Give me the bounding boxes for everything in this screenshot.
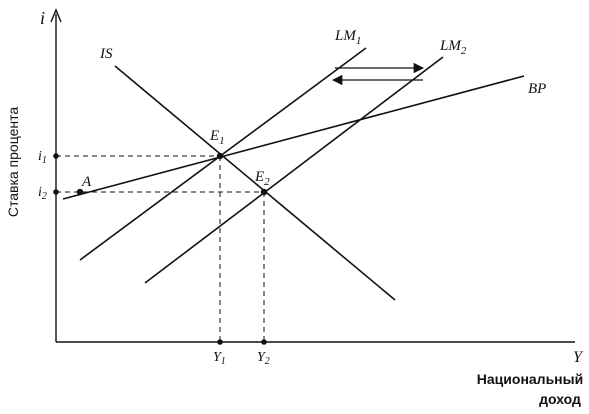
y-axis-symbol: i — [40, 8, 45, 28]
bp-curve — [62, 75, 525, 200]
x-axis-symbol: Y — [573, 349, 584, 366]
tick-i1-sub: 1 — [42, 155, 47, 166]
e1-label-sub: 1 — [219, 135, 225, 147]
y-axis-arrow — [50, 8, 62, 23]
tick-y1-label: Y1 — [213, 350, 226, 367]
point-e2 — [260, 188, 268, 196]
tick-dot-y1 — [217, 339, 223, 345]
lm2-label-sub: 2 — [461, 45, 467, 57]
lm2-label-base: LM — [439, 38, 462, 54]
tick-i1-base: i — [38, 149, 42, 164]
tick-y2-base: Y — [257, 350, 267, 365]
is-curve — [114, 65, 396, 301]
bp-label: BP — [528, 81, 546, 97]
e1-label-base: E — [209, 128, 219, 144]
y-axis-title: Ставка процента — [5, 107, 21, 217]
tick-i2-label: i2 — [38, 185, 47, 202]
x-axis-title-line1: Национальный — [477, 371, 583, 387]
e1-label: E1 — [209, 128, 225, 147]
tick-dot-i2 — [53, 189, 59, 195]
a-label: A — [81, 174, 92, 190]
point-a — [76, 188, 84, 196]
tick-dot-y2 — [261, 339, 267, 345]
tick-y1-base: Y — [213, 350, 223, 365]
tick-i2-sub: 2 — [42, 191, 47, 202]
lm2-curve — [144, 56, 444, 284]
e2-label: E2 — [254, 169, 270, 188]
tick-dot-i1 — [53, 153, 59, 159]
e2-label-base: E — [254, 169, 264, 185]
lm1-curve — [79, 47, 367, 261]
lm1-label: LM1 — [334, 28, 361, 47]
is-label: IS — [99, 46, 113, 62]
x-axis-title-line2: доход — [539, 391, 581, 407]
e2-label-sub: 2 — [264, 176, 270, 188]
tick-i2-base: i — [38, 185, 42, 200]
point-e1 — [216, 152, 224, 160]
tick-y2-label: Y2 — [257, 350, 270, 367]
tick-y2-sub: 2 — [265, 356, 270, 367]
lm1-label-sub: 1 — [356, 35, 362, 47]
tick-i1-label: i1 — [38, 149, 47, 166]
lm1-label-base: LM — [334, 28, 357, 44]
lm2-label: LM2 — [439, 38, 467, 57]
tick-y1-sub: 1 — [221, 356, 226, 367]
